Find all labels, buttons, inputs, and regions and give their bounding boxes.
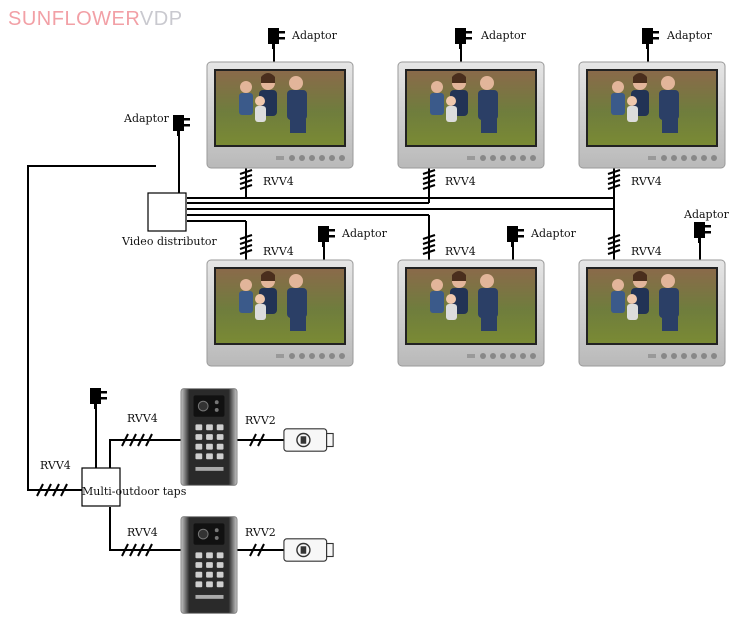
adaptor-plug-icon xyxy=(268,28,285,49)
adaptor-label: Adaptor xyxy=(292,29,337,42)
adaptor-label: Adaptor xyxy=(481,29,526,42)
adaptor-label: Adaptor xyxy=(684,208,729,221)
cable-label-rvv4: RVV4 xyxy=(127,526,158,539)
cable-label-rvv4: RVV4 xyxy=(263,175,294,188)
door-lock-2 xyxy=(283,538,334,562)
cable-label-rvv4: RVV4 xyxy=(127,412,158,425)
monitor-3 xyxy=(578,61,726,169)
adaptor-plug-icon xyxy=(642,28,659,49)
monitor-1 xyxy=(206,61,354,169)
adaptor-label: Adaptor xyxy=(342,227,387,240)
monitor-2 xyxy=(397,61,545,169)
adaptor-label: Adaptor xyxy=(667,29,712,42)
multi-outdoor-taps-label: Multi-outdoor taps xyxy=(82,485,187,498)
cable-marks xyxy=(36,169,621,557)
cable-label-rvv4: RVV4 xyxy=(445,245,476,258)
adaptor-label: Adaptor xyxy=(531,227,576,240)
adaptor-plug-icon xyxy=(318,226,335,247)
outdoor-station-1 xyxy=(180,388,238,486)
cable-label-rvv4: RVV4 xyxy=(445,175,476,188)
cable-label-rvv2: RVV2 xyxy=(245,526,276,539)
adaptor-plug-icon xyxy=(455,28,472,49)
multi-outdoor-taps-box xyxy=(81,467,121,507)
adaptor-plug-icon xyxy=(694,222,711,243)
cable-label-rvv4: RVV4 xyxy=(40,459,71,472)
adaptor-plug-icon xyxy=(173,115,190,136)
video-distributor-box xyxy=(147,192,187,232)
cable-label-rvv4: RVV4 xyxy=(631,245,662,258)
adaptor-plug-icon xyxy=(90,388,107,409)
cable-label-rvv4: RVV4 xyxy=(631,175,662,188)
monitor-4 xyxy=(206,259,354,367)
monitor-6 xyxy=(578,259,726,367)
video-distributor-label: Video distributor xyxy=(122,235,217,248)
adaptor-plug-icon xyxy=(507,226,524,247)
brand-text-2: VDP xyxy=(139,8,183,30)
outdoor-station-2 xyxy=(180,516,238,614)
cable-label-rvv2: RVV2 xyxy=(245,414,276,427)
monitor-5 xyxy=(397,259,545,367)
brand-logo: SUNFLOWERVDP xyxy=(8,8,183,31)
adaptor-label: Adaptor xyxy=(124,112,169,125)
door-lock-1 xyxy=(283,428,334,452)
brand-text-1: SUNFLOWER xyxy=(8,8,140,30)
cable-label-rvv4: RVV4 xyxy=(263,245,294,258)
